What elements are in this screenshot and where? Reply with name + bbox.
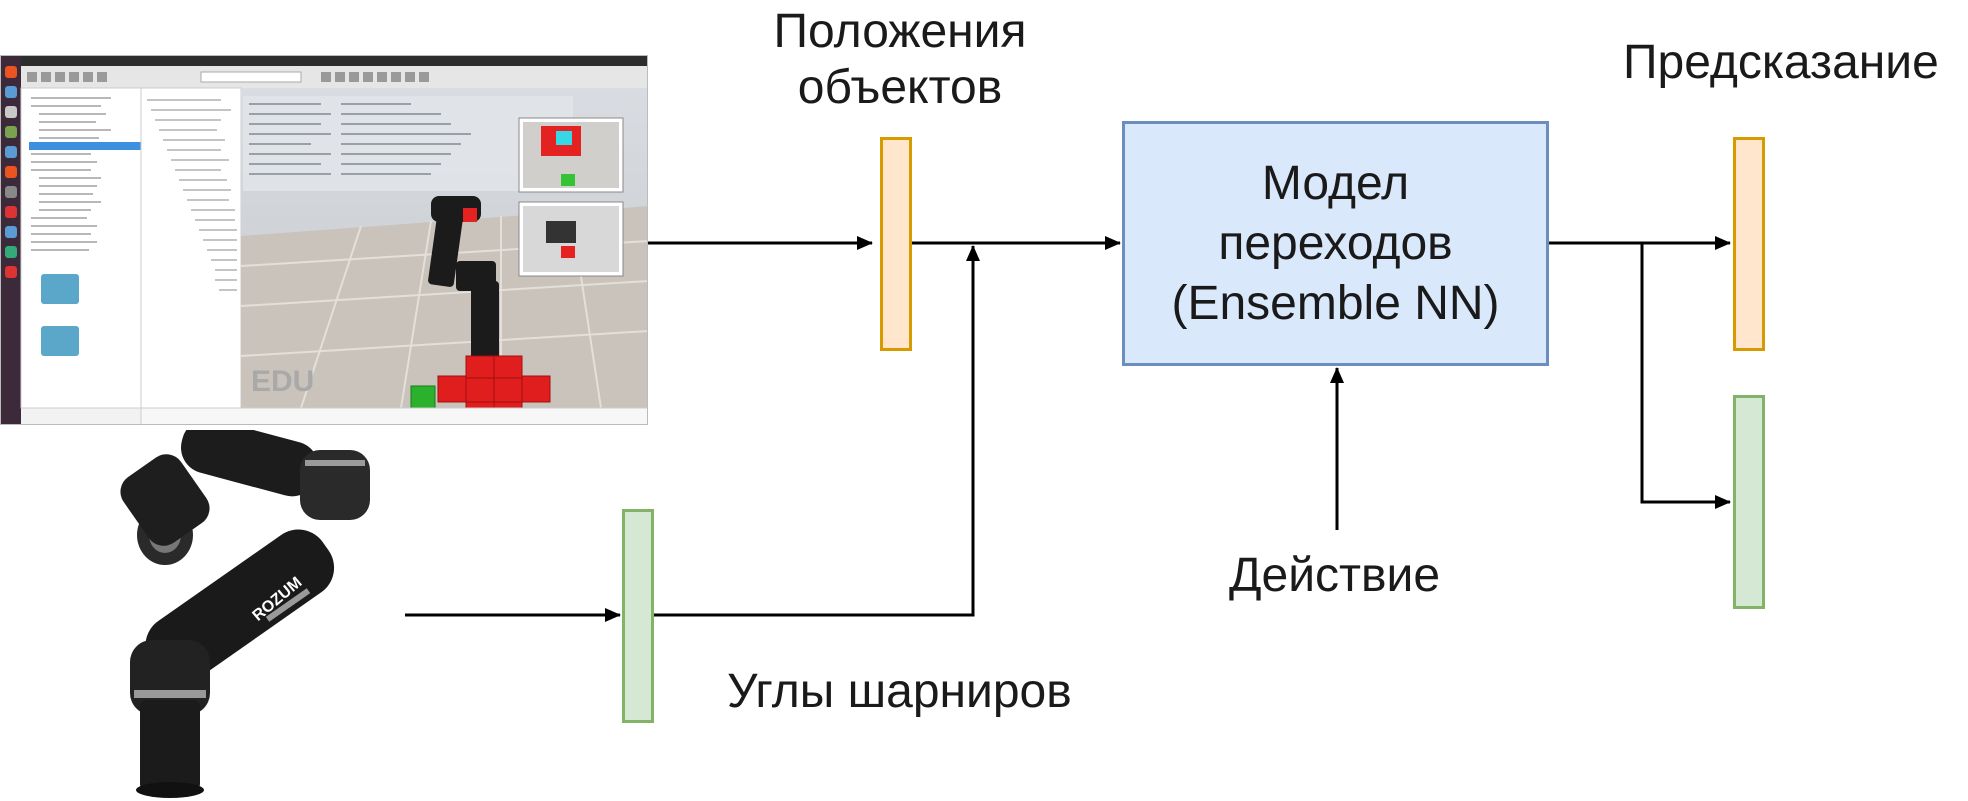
- predicted-joint-angles-vector: [1733, 395, 1765, 609]
- edu-watermark: EDU: [251, 365, 314, 398]
- model-title-line3: (Ensemble NN): [1171, 276, 1500, 330]
- predicted-object-positions-vector: [1733, 137, 1765, 351]
- joint-angles-vector: [622, 509, 654, 723]
- robot-arm-image: ROZUM: [120, 430, 370, 798]
- simulator-illustration: EDU: [1, 56, 647, 424]
- prediction-label: Предсказание: [1623, 36, 1939, 89]
- action-label: Действие: [1229, 549, 1441, 602]
- transition-model-block: Модел переходов (Ensemble NN): [1122, 121, 1549, 366]
- model-title-line1: Модел: [1261, 156, 1410, 210]
- model-title-line2: переходов: [1218, 216, 1453, 270]
- arrow-joints-to-merge: [652, 245, 980, 617]
- arrow-model-to-green-prediction: [1640, 243, 1731, 509]
- simulator-screenshot: EDU: [0, 55, 648, 425]
- object-positions-label-line2: объектов: [797, 61, 1003, 114]
- object-positions-label-line1: Положения: [773, 5, 1027, 58]
- object-positions-vector: [880, 137, 912, 351]
- object-positions-label: Положения объектов: [730, 4, 1070, 116]
- joint-angles-label: Углы шарниров: [727, 665, 1072, 718]
